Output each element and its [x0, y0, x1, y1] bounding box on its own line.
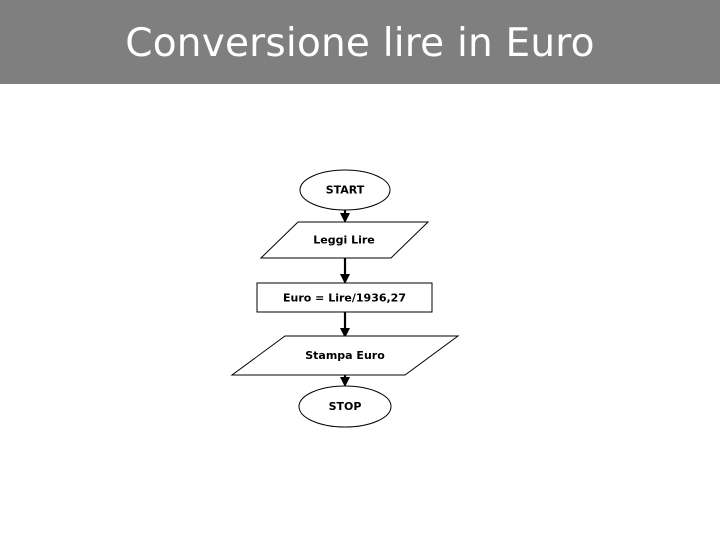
- flow-node-input[interactable]: Leggi Lire: [259, 221, 430, 259]
- parallelogram-shape-output: [230, 335, 460, 376]
- arrowhead-icon: [340, 377, 350, 387]
- terminator-shape-stop: [298, 385, 392, 428]
- flow-node-output-label: Stampa Euro: [305, 349, 385, 362]
- arrowhead-icon: [340, 274, 350, 284]
- rectangle-shape-process: [256, 282, 433, 313]
- flow-node-process[interactable]: Euro = Lire/1936,27: [256, 282, 433, 313]
- flow-node-process-label: Euro = Lire/1936,27: [283, 292, 406, 305]
- page-title: Conversione lire in Euro: [125, 20, 595, 66]
- title-banner: Conversione lire in Euro: [0, 0, 720, 84]
- flow-connector-input-to-process: [340, 258, 350, 284]
- flow-node-output[interactable]: Stampa Euro: [230, 335, 460, 376]
- flow-node-start[interactable]: START: [299, 169, 391, 211]
- flow-connector-start-to-input: [340, 210, 350, 223]
- flow-node-input-label: Leggi Lire: [313, 234, 374, 247]
- arrowhead-icon: [340, 213, 350, 223]
- flow-connector-process-to-output: [340, 312, 350, 338]
- flow-node-start-label: START: [326, 184, 365, 197]
- parallelogram-shape-input: [259, 221, 430, 259]
- flow-node-stop-label: STOP: [329, 400, 362, 413]
- arrowhead-icon: [340, 328, 350, 338]
- flow-node-stop[interactable]: STOP: [298, 385, 392, 428]
- flow-connector-output-to-stop: [340, 375, 350, 387]
